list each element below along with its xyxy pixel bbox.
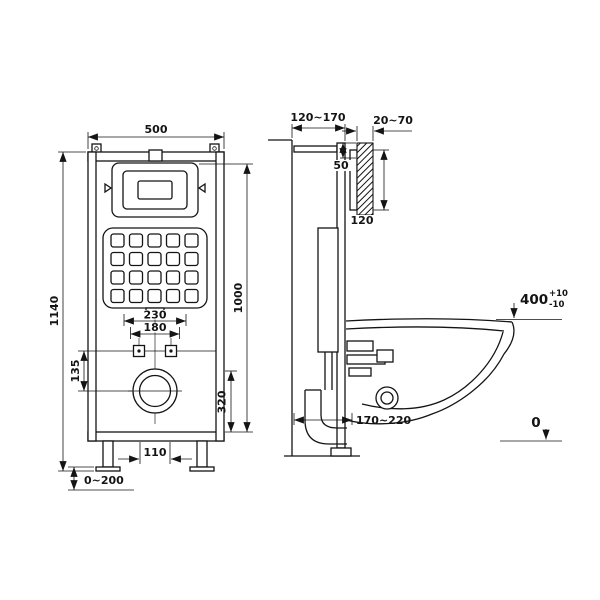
- bracket-hole-right: [212, 146, 217, 151]
- frame-bottom-bar: [87, 431, 225, 442]
- wall-finish-section: [356, 142, 374, 216]
- dim-frame-height: 1140: [48, 295, 61, 326]
- foot-right: [189, 466, 215, 472]
- frame-rail-right: [215, 151, 225, 442]
- side-dimensions: 120~170 20~70 50 120 400 +10 -10 0 17: [290, 111, 568, 442]
- dim-floor-level: 0: [531, 415, 540, 431]
- mounting-block-4: [376, 349, 394, 363]
- front-view: [87, 143, 225, 472]
- dim-rim-height: 400: [520, 292, 548, 308]
- dim-frame-depth: 120~170: [290, 111, 345, 124]
- dim-outlet-distance: 170~220: [356, 414, 411, 427]
- mounting-block-1: [346, 340, 374, 352]
- mounting-block-3: [348, 367, 372, 377]
- dim-rim-tol-minus: -10: [549, 300, 564, 310]
- outlet-connector-inner: [380, 391, 394, 405]
- dim-top-fixing-height: 1000: [232, 282, 245, 313]
- cistern-side: [317, 227, 339, 353]
- drain-elbow-inner: [320, 390, 347, 429]
- plate-side-clip-left: [104, 182, 113, 194]
- bracket-hole-left: [94, 146, 99, 151]
- dim-outlet-height: 320: [216, 390, 229, 413]
- cistern-grid: [110, 233, 199, 304]
- frame-rail-left: [87, 151, 97, 442]
- flush-plate-side: [349, 149, 358, 211]
- top-fixing-bracket: [293, 145, 338, 153]
- flush-plate-button: [137, 180, 173, 200]
- side-view: [268, 139, 515, 457]
- front-dimensions: 500 1140 230 180 135 1000 320: [48, 123, 253, 491]
- leg-right: [196, 440, 208, 468]
- plate-side-clip-right: [197, 182, 206, 194]
- inlet-stub: [148, 149, 163, 162]
- dim-plate-height: 120: [351, 214, 374, 227]
- bowl-rim-line: [345, 318, 513, 323]
- dim-hole-spacing-inner: 180: [144, 321, 167, 334]
- bowl-outline: [345, 321, 515, 425]
- leg-left: [102, 440, 114, 468]
- dim-drain-offset: 135: [69, 360, 82, 383]
- frame-foot-side: [330, 447, 352, 457]
- dim-plate-depth: 20~70: [373, 114, 413, 127]
- dim-rim-tol-plus: +10: [549, 289, 568, 299]
- foot-left: [95, 466, 121, 472]
- dim-bottom-spacing: 110: [144, 446, 167, 459]
- dim-leg-adjustment: 0~200: [84, 474, 124, 487]
- dim-hole-spacing-outer: 230: [144, 309, 167, 322]
- dim-plate-inset: 50: [333, 159, 349, 172]
- dim-frame-width: 500: [145, 123, 168, 136]
